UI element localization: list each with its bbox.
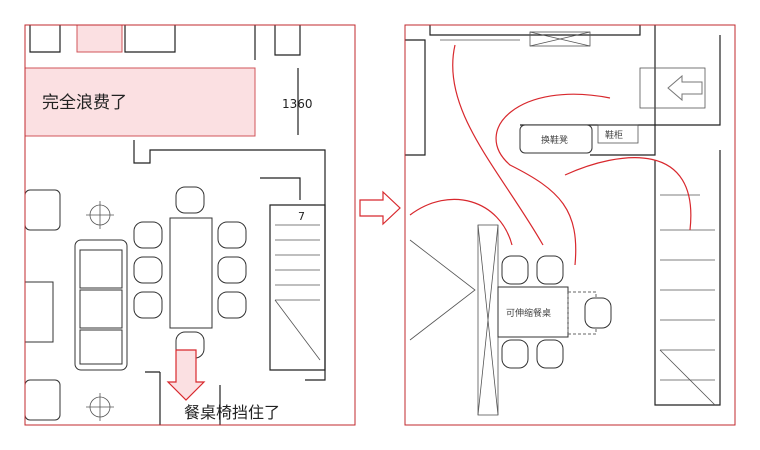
dining-chairs (133, 186, 247, 359)
transition-arrow-icon (359, 190, 401, 226)
entrance-arrow-icon (667, 74, 703, 102)
shoe-cabinet-label: 鞋柜 (605, 129, 623, 141)
stair-number: 7 (298, 210, 305, 223)
dining-table (169, 217, 213, 329)
shoe-cabinet (597, 124, 639, 144)
shoe-bench-label: 换鞋凳 (541, 134, 568, 146)
highlight-area-top (76, 24, 123, 53)
left-plan-frame (24, 24, 356, 426)
light-fixtures (86, 201, 114, 421)
waste-annotation: 完全浪费了 (42, 93, 127, 113)
walls (29, 25, 326, 425)
entrance-box (639, 67, 706, 109)
shoe-bench (519, 124, 593, 154)
extendable-table (497, 286, 569, 338)
blocked-arrow (166, 349, 206, 401)
cabinet-cross (477, 224, 499, 416)
tv-wall-lines (409, 239, 476, 341)
stairs-right (659, 194, 716, 406)
right-plan-frame (404, 24, 736, 426)
table-label: 可伸缩餐桌 (506, 307, 551, 319)
dining-chairs-right (501, 255, 612, 369)
blocked-annotation: 餐桌椅挡住了 (184, 403, 280, 422)
left-floor-plan: 完全浪费了 1360 7 (24, 24, 356, 426)
dimension-label: 1360 (282, 97, 313, 111)
sofa (24, 189, 128, 421)
wasted-area-highlight (24, 67, 256, 137)
circulation-arrows (409, 44, 692, 266)
shoe-cabinet-top (440, 31, 591, 47)
right-floor-plan: 换鞋凳 鞋柜 可伸缩餐桌 (404, 24, 736, 426)
stairs-left (274, 224, 321, 361)
